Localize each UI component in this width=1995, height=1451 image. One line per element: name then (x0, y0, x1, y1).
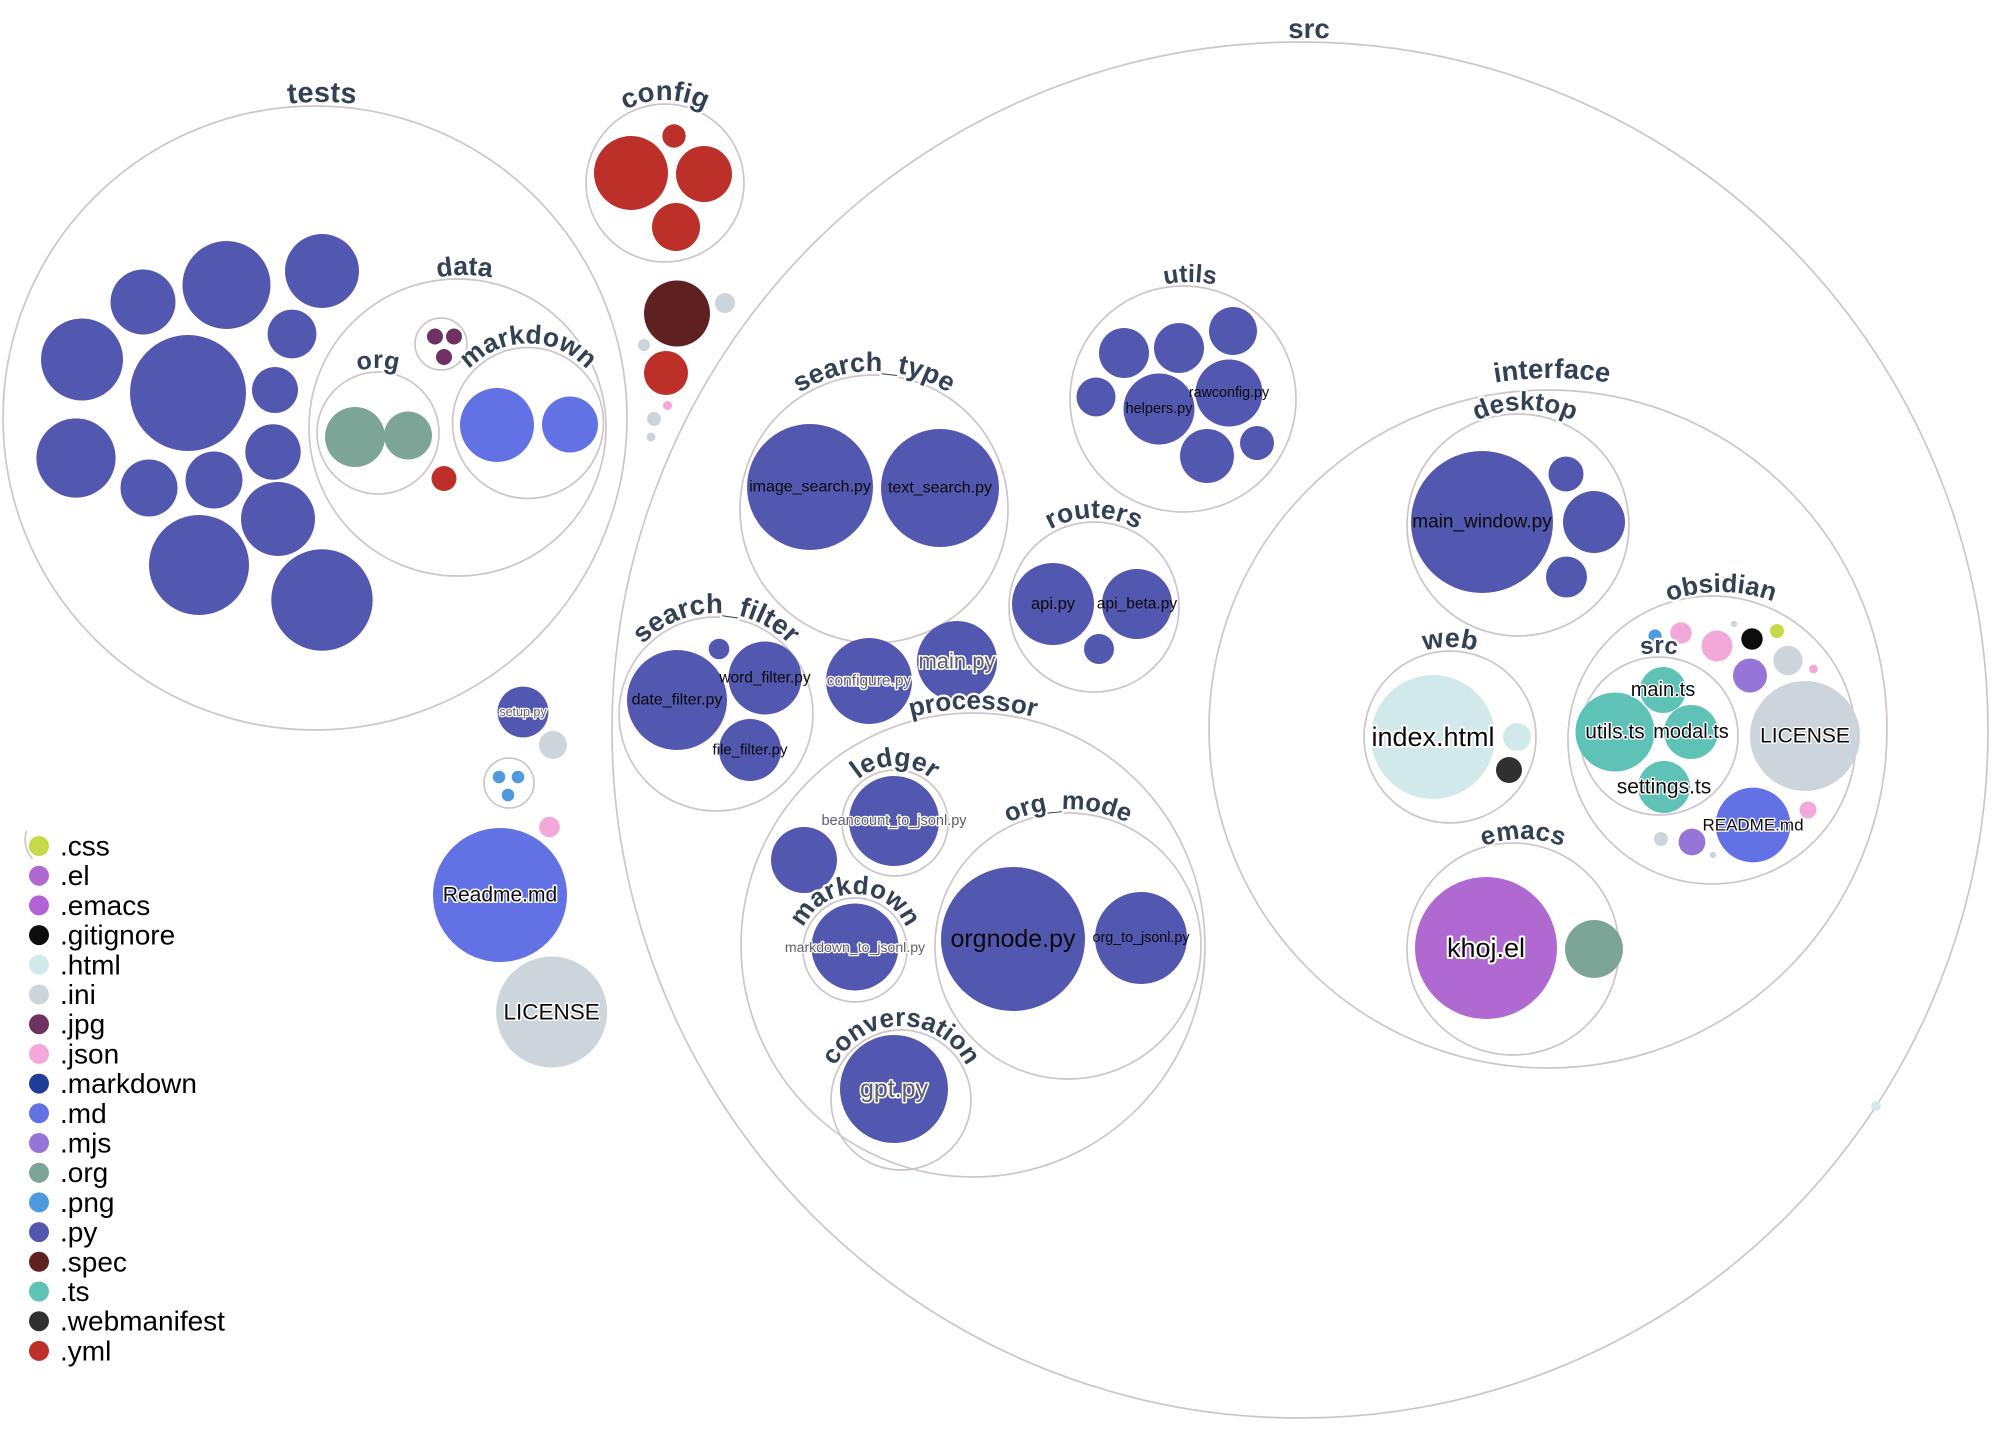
svg-text:.markdown: .markdown (60, 1068, 197, 1099)
svg-text:api_beta.py: api_beta.py (1097, 596, 1177, 613)
svg-text:.gitignore: .gitignore (60, 920, 175, 951)
svg-text:setup.py: setup.py (499, 705, 547, 719)
svg-text:helpers.py: helpers.py (1126, 401, 1194, 417)
svg-text:utils.ts: utils.ts (1585, 721, 1645, 744)
svg-text:.org: .org (60, 1157, 108, 1188)
svg-text:web: web (1419, 623, 1481, 657)
svg-text:date_filter.py: date_filter.py (632, 692, 723, 709)
svg-text:main.ts: main.ts (1631, 679, 1695, 701)
svg-text:org_to_jsonl.py: org_to_jsonl.py (1093, 930, 1191, 946)
svg-text:text_search.py: text_search.py (888, 480, 992, 497)
svg-text:LICENSE: LICENSE (503, 1000, 599, 1025)
svg-text:api.py: api.py (1031, 595, 1076, 613)
svg-text:.png: .png (60, 1187, 115, 1218)
svg-text:org: org (354, 346, 402, 377)
svg-text:tests: tests (286, 77, 358, 111)
svg-text:.jpg: .jpg (60, 1009, 105, 1040)
svg-text:utils: utils (1161, 260, 1219, 291)
svg-text:gpt.py: gpt.py (860, 1075, 929, 1103)
svg-text:image_search.py: image_search.py (749, 479, 871, 496)
svg-text:settings.ts: settings.ts (1617, 776, 1712, 799)
svg-text:LICENSE: LICENSE (1760, 725, 1850, 748)
svg-text:Readme.md: Readme.md (443, 884, 557, 907)
svg-text:.webmanifest: .webmanifest (60, 1306, 225, 1337)
svg-text:data: data (434, 251, 495, 283)
svg-text:.ini: .ini (60, 979, 96, 1010)
svg-text:src: src (1638, 632, 1679, 661)
svg-text:.html: .html (60, 949, 121, 980)
svg-text:main.py: main.py (918, 649, 995, 674)
svg-text:orgnode.py: orgnode.py (950, 925, 1076, 953)
svg-text:.spec: .spec (60, 1246, 127, 1277)
svg-text:.css: .css (60, 831, 110, 862)
svg-text:.mjs: .mjs (60, 1128, 111, 1159)
svg-text:.emacs: .emacs (60, 890, 150, 921)
svg-text:main_window.py: main_window.py (1412, 512, 1552, 533)
svg-text:modal.ts: modal.ts (1653, 721, 1729, 743)
svg-text:.yml: .yml (60, 1335, 111, 1366)
svg-text:interface: interface (1491, 353, 1612, 389)
svg-text:markdown_to_jsonl.py: markdown_to_jsonl.py (785, 939, 926, 955)
svg-text:file_filter.py: file_filter.py (712, 742, 788, 759)
svg-text:beancount_to_jsonl.py: beancount_to_jsonl.py (821, 813, 967, 829)
svg-text:.ts: .ts (60, 1276, 90, 1307)
svg-text:index.html: index.html (1371, 722, 1494, 752)
svg-text:rawconfig.py: rawconfig.py (1189, 385, 1270, 401)
svg-text:word_filter.py: word_filter.py (718, 670, 811, 687)
svg-text:.el: .el (60, 860, 90, 891)
svg-text:.md: .md (60, 1098, 107, 1129)
svg-text:configure.py: configure.py (827, 673, 912, 690)
svg-text:.json: .json (60, 1038, 119, 1069)
svg-text:src: src (1288, 13, 1330, 44)
svg-text:README.md: README.md (1702, 816, 1803, 835)
svg-text:khoj.el: khoj.el (1447, 933, 1525, 963)
svg-text:.py: .py (60, 1217, 97, 1248)
